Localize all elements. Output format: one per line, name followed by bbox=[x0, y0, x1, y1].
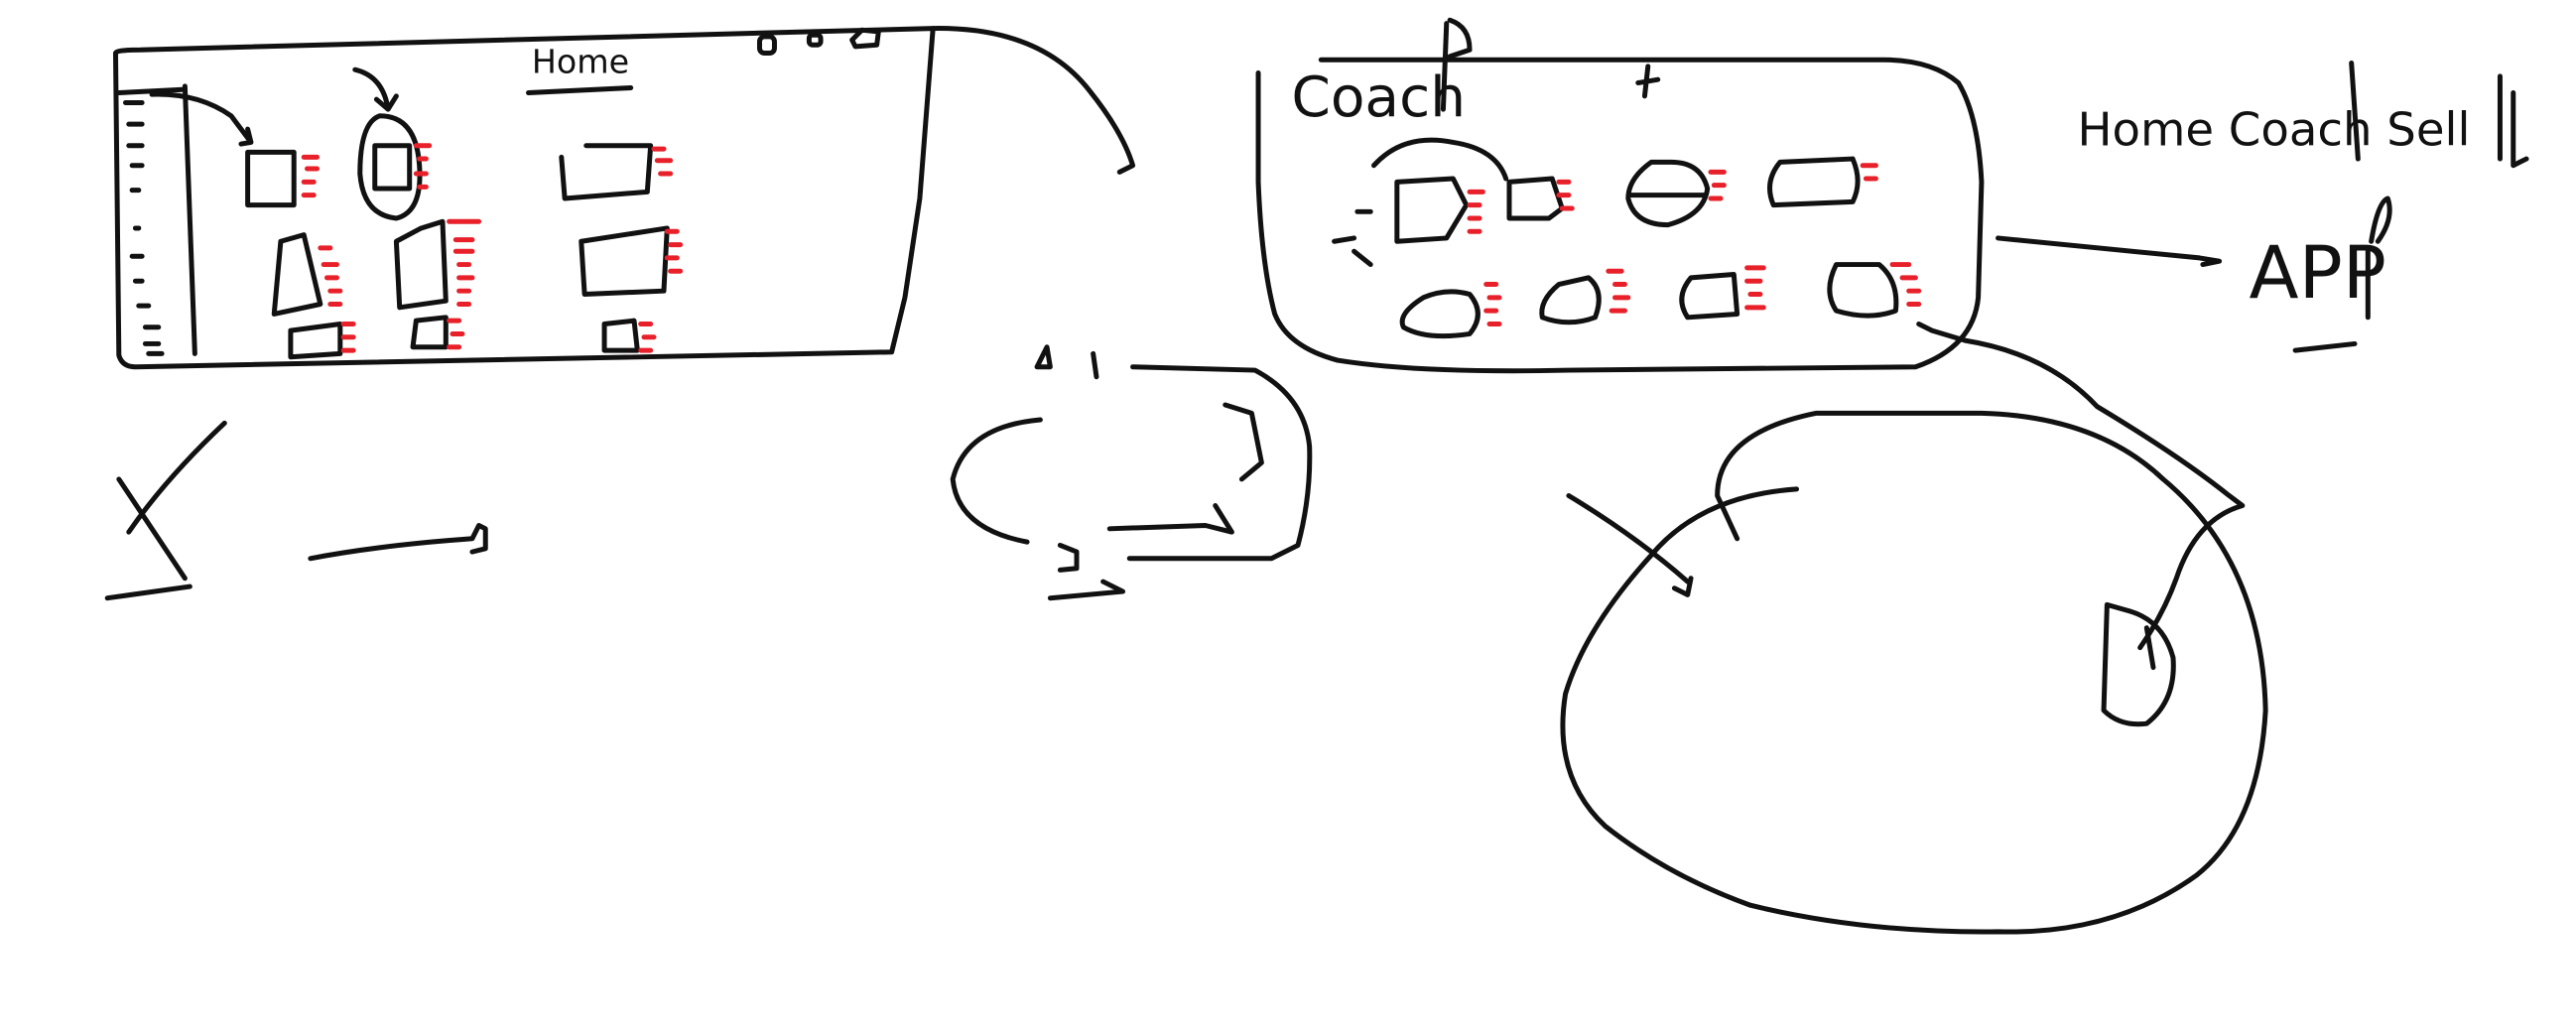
side-tick bbox=[1332, 208, 1373, 268]
home-window-controls[interactable] bbox=[756, 27, 881, 57]
card-placeholder[interactable] bbox=[1539, 275, 1602, 325]
blob-outline bbox=[1560, 410, 2268, 935]
home-screen-frame bbox=[112, 26, 936, 370]
blob-handle bbox=[2101, 601, 2176, 727]
arrow-curve bbox=[1371, 137, 1509, 182]
coach-screen-sketch: Coach bbox=[1255, 17, 2246, 651]
connector-line bbox=[1916, 321, 2246, 651]
home-screen-sketch: Home bbox=[112, 26, 1136, 370]
loop-inner bbox=[1106, 402, 1264, 535]
card-placeholder[interactable] bbox=[1399, 289, 1481, 339]
card-placeholder[interactable] bbox=[1767, 156, 1861, 208]
card-placeholder-circled[interactable] bbox=[357, 113, 423, 221]
arrow-to-card bbox=[352, 66, 399, 112]
coach-title-mark bbox=[1440, 17, 1473, 112]
card-placeholder[interactable] bbox=[271, 232, 323, 317]
nav-note-strokes bbox=[2349, 61, 2529, 169]
middle-flow-sketch bbox=[950, 344, 1313, 601]
card-placeholder[interactable] bbox=[1394, 176, 1470, 244]
line-stroke bbox=[308, 522, 488, 562]
card-placeholder[interactable] bbox=[1827, 262, 1899, 319]
card-placeholder[interactable] bbox=[410, 315, 449, 350]
card-placeholder[interactable] bbox=[1625, 159, 1711, 228]
app-note-strokes bbox=[2365, 195, 2392, 321]
home-sidebar-menu-lines bbox=[122, 99, 165, 356]
small-mark bbox=[1034, 344, 1099, 380]
cross-mark bbox=[116, 420, 227, 582]
window-control-dot[interactable] bbox=[849, 27, 881, 50]
home-screen-title: Home bbox=[532, 43, 629, 81]
home-red-annotations bbox=[301, 143, 684, 353]
coach-screen-frame bbox=[1255, 57, 1985, 374]
app-note-text: APP bbox=[2250, 231, 2386, 316]
card-placeholder[interactable] bbox=[601, 318, 640, 353]
home-sidebar-top bbox=[116, 86, 188, 95]
arrow-to-card bbox=[149, 91, 254, 147]
app-note-underline bbox=[2292, 340, 2358, 353]
left-doodles bbox=[104, 420, 488, 601]
plus-mark bbox=[1635, 64, 1661, 99]
card-placeholder[interactable] bbox=[559, 143, 654, 201]
coach-red-annotations bbox=[1467, 163, 1922, 326]
loop-outline bbox=[950, 364, 1313, 562]
window-control-dot[interactable] bbox=[756, 34, 777, 57]
coach-screen-title: Coach bbox=[1291, 65, 1466, 130]
card-placeholder[interactable] bbox=[393, 218, 449, 311]
stray-stroke bbox=[930, 26, 1136, 175]
right-notes: Home Coach Sell APP bbox=[2077, 61, 2529, 353]
connector-line bbox=[1996, 235, 2223, 268]
window-control-dot[interactable] bbox=[806, 32, 824, 48]
blob-arrow bbox=[1566, 493, 1694, 597]
card-placeholder[interactable] bbox=[288, 321, 343, 360]
card-placeholder[interactable] bbox=[579, 225, 670, 298]
card-placeholder[interactable] bbox=[372, 143, 413, 192]
card-placeholder[interactable] bbox=[1506, 176, 1565, 221]
small-mark bbox=[1047, 542, 1126, 601]
home-title-underline bbox=[526, 85, 634, 95]
card-placeholder[interactable] bbox=[1679, 272, 1740, 321]
underline-stroke bbox=[104, 583, 193, 601]
card-placeholder[interactable] bbox=[245, 149, 297, 208]
nav-note-text: Home Coach Sell bbox=[2077, 103, 2470, 157]
big-blob-sketch bbox=[1560, 410, 2268, 935]
home-sidebar-divider bbox=[182, 83, 197, 356]
